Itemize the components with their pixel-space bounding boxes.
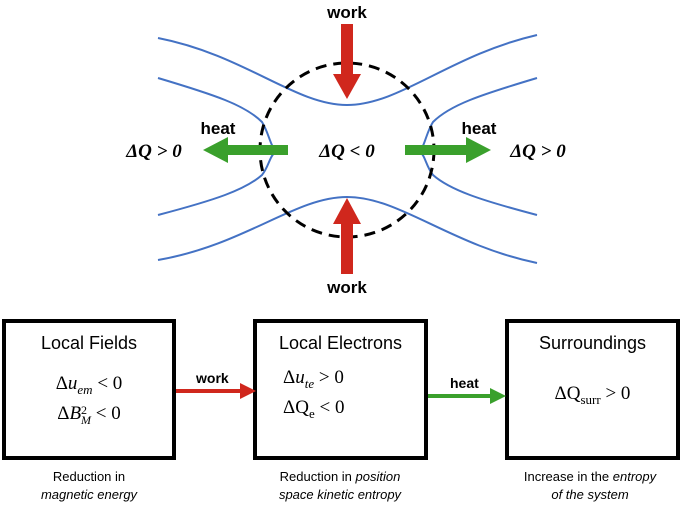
field-line-right-lower	[417, 151, 538, 216]
heat-connector-label: heat	[450, 375, 479, 391]
dq-right-label: ΔQ > 0	[509, 141, 566, 162]
magnetic-field-lines	[157, 34, 538, 264]
reconnection-schematic: work work heat heat ΔQ > 0 ΔQ < 0 ΔQ > 0	[125, 3, 566, 297]
surroundings-eq-q: ΔQsurr > 0	[554, 383, 631, 407]
local-electrons-caption-italic: position	[355, 469, 401, 484]
surroundings-title: Surroundings	[538, 333, 647, 353]
heat-label-right: heat	[462, 119, 497, 138]
dq-left-label: ΔQ > 0	[125, 141, 182, 162]
surroundings-caption: Increase in the entropy of the system	[495, 468, 685, 504]
heat-label-left: heat	[201, 119, 236, 138]
work-label-top: work	[326, 3, 367, 22]
work-connector-arrow	[176, 383, 256, 399]
local-fields-eq-energy: Δuem < 0	[55, 373, 123, 397]
heat-arrow-left	[203, 137, 288, 163]
local-fields-caption-line2: magnetic energy	[40, 487, 138, 502]
local-electrons-caption-plain: Reduction in	[279, 469, 356, 484]
field-line-right-upper	[417, 77, 538, 153]
local-fields-caption-line1: Reduction in	[52, 469, 126, 484]
heat-arrow-right	[405, 137, 491, 163]
field-line-lower-outer	[157, 195, 538, 264]
local-electrons-eq-u: Δute > 0	[283, 367, 344, 391]
local-electrons-box: Local Electrons Δute > 0 ΔQe < 0	[253, 319, 428, 460]
surroundings-caption-plain: Increase in the	[523, 469, 613, 484]
local-electrons-caption-line2: space kinetic entropy	[278, 487, 402, 502]
field-line-upper-outer	[157, 34, 538, 107]
local-electrons-caption: Reduction in position space kinetic entr…	[245, 468, 435, 504]
dq-center-label: ΔQ < 0	[318, 141, 375, 162]
surroundings-caption-line2: of the system	[551, 487, 629, 502]
field-line-left-upper	[157, 77, 279, 153]
local-fields-caption: Reduction in magnetic energy	[2, 468, 176, 504]
local-electrons-eq-q: ΔQe < 0	[283, 397, 345, 421]
local-fields-title: Local Fields	[40, 333, 138, 353]
heat-connector-arrow	[428, 388, 506, 404]
work-label-bottom: work	[326, 278, 367, 297]
surroundings-box: Surroundings ΔQsurr > 0	[505, 319, 680, 460]
work-arrow-top	[333, 24, 361, 99]
field-line-left-lower	[157, 151, 279, 216]
surroundings-caption-italic: entropy	[612, 469, 657, 484]
local-electrons-title: Local Electrons	[278, 333, 403, 353]
work-arrow-bottom	[333, 198, 361, 274]
work-connector-label: work	[196, 370, 229, 386]
